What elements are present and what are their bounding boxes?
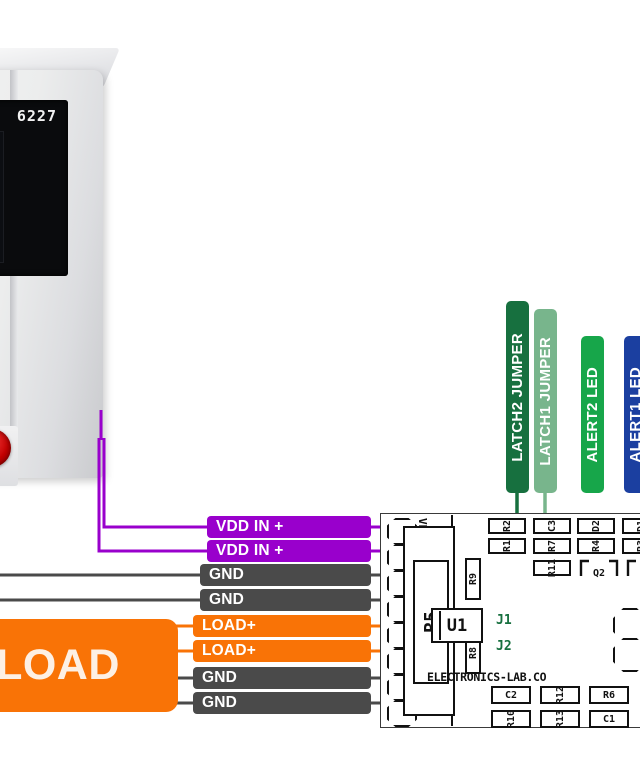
- load-block: LOAD: [0, 619, 178, 712]
- pcb-component-d1: D1: [622, 518, 640, 534]
- psu-lcd: 0 V 0 A o 0.0 A: [0, 131, 4, 263]
- pcb-component-r13: R13: [540, 710, 580, 728]
- pcb-component-c3: C3: [533, 518, 571, 534]
- load-block-label: LOAD: [0, 641, 120, 689]
- label-alert2-led: ALERT2 LED: [581, 336, 604, 493]
- label-latch1-jumper: LATCH1 JUMPER: [534, 309, 557, 493]
- pcb-component-r1: R1: [488, 538, 526, 554]
- pcb-component-r4: R4: [577, 538, 615, 554]
- pcb-component-r9: R9: [465, 558, 481, 600]
- pcb-component-d2: D2: [577, 518, 615, 534]
- pcb-layout: VD VD GD GD LD LD GD GD R5 R9 R8 R2 R1 C…: [380, 513, 640, 728]
- pcb-logo-text: ELECTRONICS-LAB.CO: [427, 670, 547, 684]
- label-load-2: LOAD+: [193, 640, 371, 662]
- psu-model-number: 6227: [16, 107, 57, 125]
- pcb-transistor-q2-label: Q2: [593, 568, 606, 579]
- pcb-component-r6: R6: [589, 686, 629, 704]
- pcb-jumper-pad-j1-a[interactable]: [613, 608, 640, 642]
- pcb-component-r11: R11: [533, 559, 571, 577]
- pcb-component-r7: R7: [533, 538, 571, 554]
- psu-positive-terminal[interactable]: [0, 429, 11, 467]
- pcb-jumper-pad-j2-a[interactable]: [613, 638, 640, 672]
- label-gnd-1: GND: [200, 564, 371, 586]
- pcb-component-r2: R2: [488, 518, 526, 534]
- pcb-component-r3: R3: [622, 538, 640, 554]
- label-vdd-in-2: VDD IN +: [207, 540, 371, 562]
- label-alert1-led: ALERT1 LED: [624, 336, 640, 493]
- pcb-component-c2: C2: [491, 686, 531, 704]
- pcb-connector-j2-label: J2: [496, 639, 512, 654]
- pcb-r5-lead-top: [451, 515, 454, 527]
- pcb-connector-j1-label: J1: [496, 613, 512, 628]
- psu-terminal-panel: +: [0, 426, 18, 486]
- psu-display-panel: 6227 0 V 0 A o 0.0 A E POWER SUPPLY: [0, 100, 68, 276]
- pcb-transistor-q2-outline: [579, 559, 619, 576]
- pcb-u1-pin1-notch: [435, 611, 441, 640]
- label-load-1: LOAD+: [193, 615, 371, 637]
- wire-vdd-1: [102, 438, 210, 529]
- label-gnd-3: GND: [193, 667, 371, 689]
- wire-vdd-2: [97, 438, 210, 553]
- pcb-component-r12: R12: [540, 686, 580, 704]
- label-gnd-2: GND: [200, 589, 371, 611]
- label-gnd-4: GND: [193, 692, 371, 714]
- power-supply: 6227 0 V 0 A o 0.0 A E POWER SUPPLY Max …: [0, 48, 120, 486]
- label-latch2-jumper: LATCH2 JUMPER: [506, 301, 529, 493]
- pcb-transistor-q1-outline: [626, 559, 636, 576]
- label-vdd-in-1: VDD IN +: [207, 516, 371, 538]
- pcb-component-c1: C1: [589, 710, 629, 728]
- pcb-component-r10: R10: [491, 710, 531, 728]
- pcb-r5-lead-bottom: [451, 714, 454, 726]
